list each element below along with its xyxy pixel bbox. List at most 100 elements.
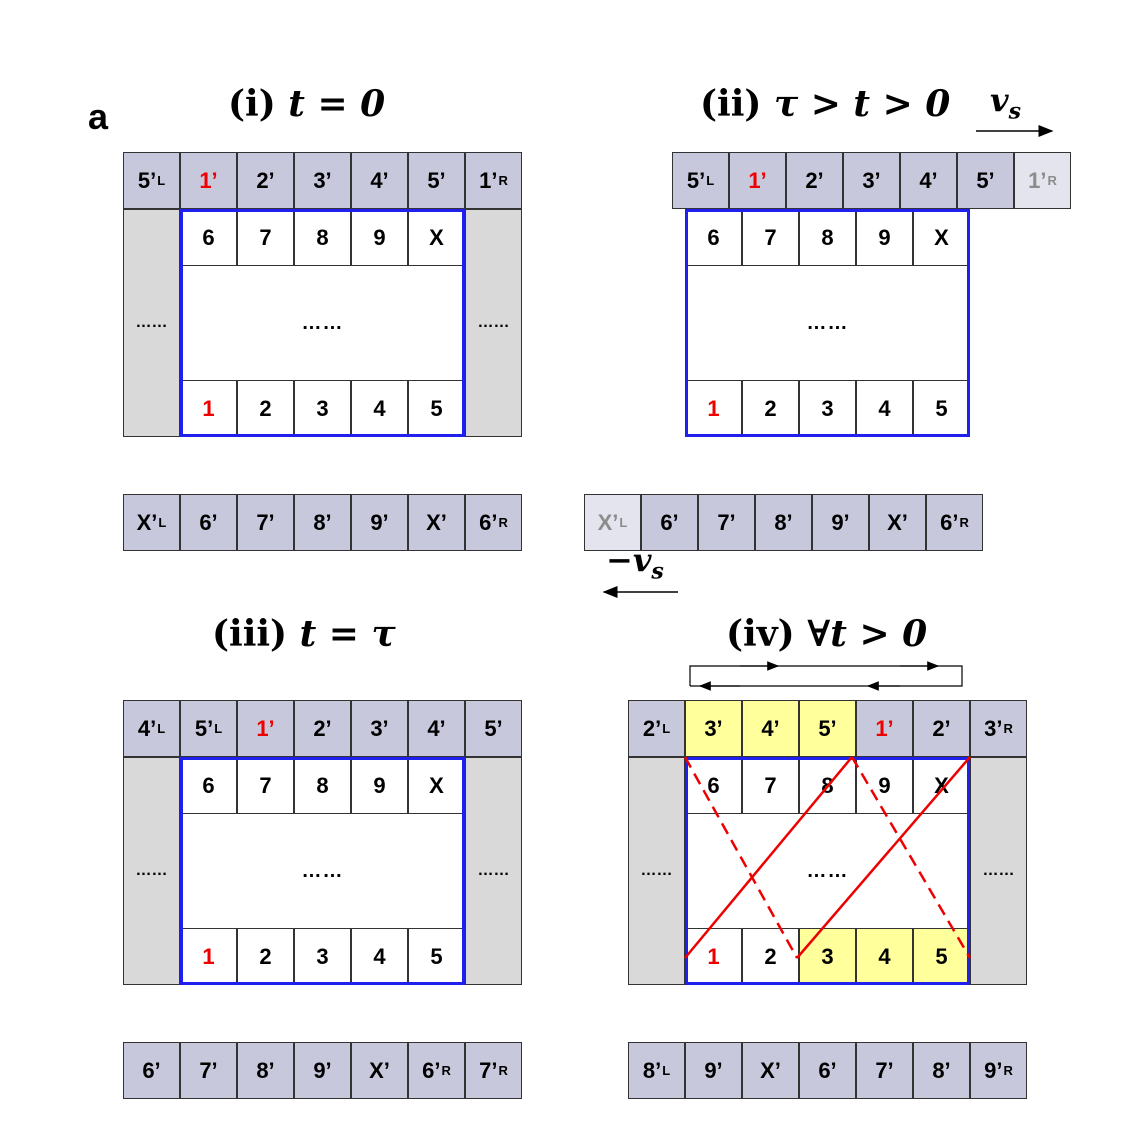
side-ellipsis: …… <box>135 862 168 879</box>
panel-i-bottom-cell-text: 8’ <box>313 509 332 535</box>
panel-iii-bottom-cell-text: 6’ <box>422 1057 441 1083</box>
panel-i-inner-bottom-cell-text: 2 <box>259 395 272 421</box>
panel-iv-bottom-cell-subscript: R <box>1003 1063 1013 1078</box>
panel-ii-inner-bottom-cell-text: 2 <box>764 395 777 421</box>
center-ellipsis: …… <box>806 311 849 334</box>
panel-i-top-cell: 4’ <box>351 152 408 209</box>
panel-ii-inner-top-cell-text: 6 <box>707 224 720 250</box>
panel-iv-title-math: ∀t > 0 <box>807 613 928 655</box>
panel-ii-inner-top-cell: 8 <box>799 209 856 266</box>
panel-i-top-cell: 1’R <box>465 152 522 209</box>
panel-iv-inner-top-cell-text: X <box>934 772 949 798</box>
panel-ii-top-cell-subscript: L <box>706 173 715 188</box>
panel-iii-top-cell: 5’ <box>465 700 522 757</box>
panel-iv-blue-frame <box>685 757 970 985</box>
panel-ii-top-cell: 2’ <box>786 152 843 209</box>
panel-iv-inner-top-cell-text: 6 <box>707 772 720 798</box>
panel-iii-title-prefix: (iii) <box>212 613 300 655</box>
panel-iii-inner-top-cell-text: 7 <box>259 772 272 798</box>
panel-ii-top-cell: 5’L <box>672 152 729 209</box>
panel-iii-inner-bottom-cell: 5 <box>408 928 465 985</box>
panel-ii-blue-frame <box>685 209 970 437</box>
panel-iii-title: (iii) t = τ <box>212 616 396 652</box>
panel-ii-inner-top-cell-text: 7 <box>764 224 777 250</box>
panel-ii-inner-middle: …… <box>685 266 970 380</box>
panel-iv-bottom-cell-text: 9’ <box>704 1057 723 1083</box>
panel-iv-bottom-cell-text: X’ <box>760 1057 781 1083</box>
panel-ii-inner-bottom-cell-text: 5 <box>935 395 948 421</box>
panel-i-bottom-cell: 6’ <box>180 494 237 551</box>
panel-iii-inner-top-cell-text: 9 <box>373 772 386 798</box>
panel-i-top-cell: 1’ <box>180 152 237 209</box>
panel-iii-top-cell-text: 1’ <box>256 715 275 741</box>
panel-i-inner-top-cell: 9 <box>351 209 408 266</box>
panel-i-title: (i) t = 0 <box>228 86 385 122</box>
panel-ii-inner-top-cell: 9 <box>856 209 913 266</box>
panel-ii-top-cell-text: 5’ <box>976 167 995 193</box>
panel-iii-top-cell: 2’ <box>294 700 351 757</box>
panel-iv-top-cell-text: 2’ <box>932 715 951 741</box>
panel-ii-top-cell: 1’ <box>729 152 786 209</box>
panel-i-bottom-cell-text: 6’ <box>199 509 218 535</box>
panel-iv-side-right: …… <box>970 757 1027 985</box>
panel-i-inner-bottom-cell-text: 5 <box>430 395 443 421</box>
panel-i-inner-top-cell-text: X <box>429 224 444 250</box>
panel-i-bottom-cell-text: X’ <box>136 509 158 535</box>
panel-ii-title-prefix: (ii) <box>700 83 774 125</box>
panel-iii-bottom-cell: X’ <box>351 1042 408 1099</box>
panel-iii-bottom-cell-text: 9’ <box>313 1057 332 1083</box>
panel-iv-bottom-cell: 8’L <box>628 1042 685 1099</box>
red-dashed-line-1 <box>683 756 799 959</box>
panel-iii-bottom-cell-subscript: R <box>498 1063 508 1078</box>
panel-i-bottom-cell-subscript: L <box>158 515 167 530</box>
panel-iii-bottom-cell: 6’ <box>123 1042 180 1099</box>
panel-ii-title-math: τ > t > 0 <box>773 83 951 125</box>
velocity-label: vs <box>990 84 1021 122</box>
panel-i-inner-bottom-cell: 1 <box>180 380 237 437</box>
panel-iii-inner-bottom-cell: 1 <box>180 928 237 985</box>
panel-ii-title: (ii) τ > t > 0 <box>700 86 950 122</box>
panel-ii-bottom-cell: 7’ <box>698 494 755 551</box>
panel-i-top-cell: 5’ <box>408 152 465 209</box>
panel-i-top-cell-text: 4’ <box>370 167 389 193</box>
panel-iv-top-cell: 2’ <box>913 700 970 757</box>
panel-ii-inner-bottom-cell: 2 <box>742 380 799 437</box>
panel-iii-inner-bottom-cell: 3 <box>294 928 351 985</box>
panel-i-blue-frame <box>180 209 465 437</box>
panel-iv-bottom-cell-text: 7’ <box>875 1057 894 1083</box>
panel-i-side-left: …… <box>123 209 180 437</box>
panel-ii-inner-bottom-cell: 5 <box>913 380 970 437</box>
panel-iv-top-cell: 5’ <box>799 700 856 757</box>
panel-iii-bottom-cell: 8’ <box>237 1042 294 1099</box>
panel-iii-bottom-cell: 6’R <box>408 1042 465 1099</box>
panel-i-bottom-cell-text: 7’ <box>256 509 275 535</box>
side-ellipsis: …… <box>135 314 168 331</box>
panel-iv-top-cell-text: 1’ <box>875 715 894 741</box>
panel-i-top-cell: 2’ <box>237 152 294 209</box>
panel-iv-inner-bottom-cell-text: 1 <box>707 943 720 969</box>
panel-ii-top-cell: 1’R <box>1014 152 1071 209</box>
panel-i-inner-bottom-cell-text: 4 <box>373 395 386 421</box>
panel-iv-inner-bottom-cell: 2 <box>742 928 799 985</box>
panel-iii-bottom-cell-subscript: R <box>441 1063 451 1078</box>
panel-ii-inner-top-cell-text: 8 <box>821 224 834 250</box>
panel-ii-top-cell-text: 5’ <box>686 167 706 193</box>
panel-iii-title-math: t = τ <box>299 613 396 655</box>
panel-iii-inner-top-cell: 9 <box>351 757 408 814</box>
panel-i-inner-bottom-cell: 3 <box>294 380 351 437</box>
red-solid-line-1 <box>684 756 853 959</box>
panel-ii-bottom-cell-text: 6’ <box>940 509 959 535</box>
panel-iii-inner-top-cell: X <box>408 757 465 814</box>
panel-ii-inner-top-cell: X <box>913 209 970 266</box>
panel-iii-bottom-cell: 7’ <box>180 1042 237 1099</box>
panel-ii-bottom-cell: X’ <box>869 494 926 551</box>
panel-i-inner-top-cell: 8 <box>294 209 351 266</box>
panel-i-bottom-cell: 9’ <box>351 494 408 551</box>
panel-i-title-prefix: (i) <box>228 83 289 125</box>
panel-ii-inner-bottom-cell-text: 4 <box>878 395 891 421</box>
panel-iv-inner-top-cell-text: 9 <box>878 772 891 798</box>
panel-iii-inner-bottom-cell: 2 <box>237 928 294 985</box>
center-ellipsis: …… <box>301 859 344 882</box>
panel-iii-bottom-cell-text: 6’ <box>142 1057 161 1083</box>
panel-i-top-cell-text: 1’ <box>199 167 218 193</box>
